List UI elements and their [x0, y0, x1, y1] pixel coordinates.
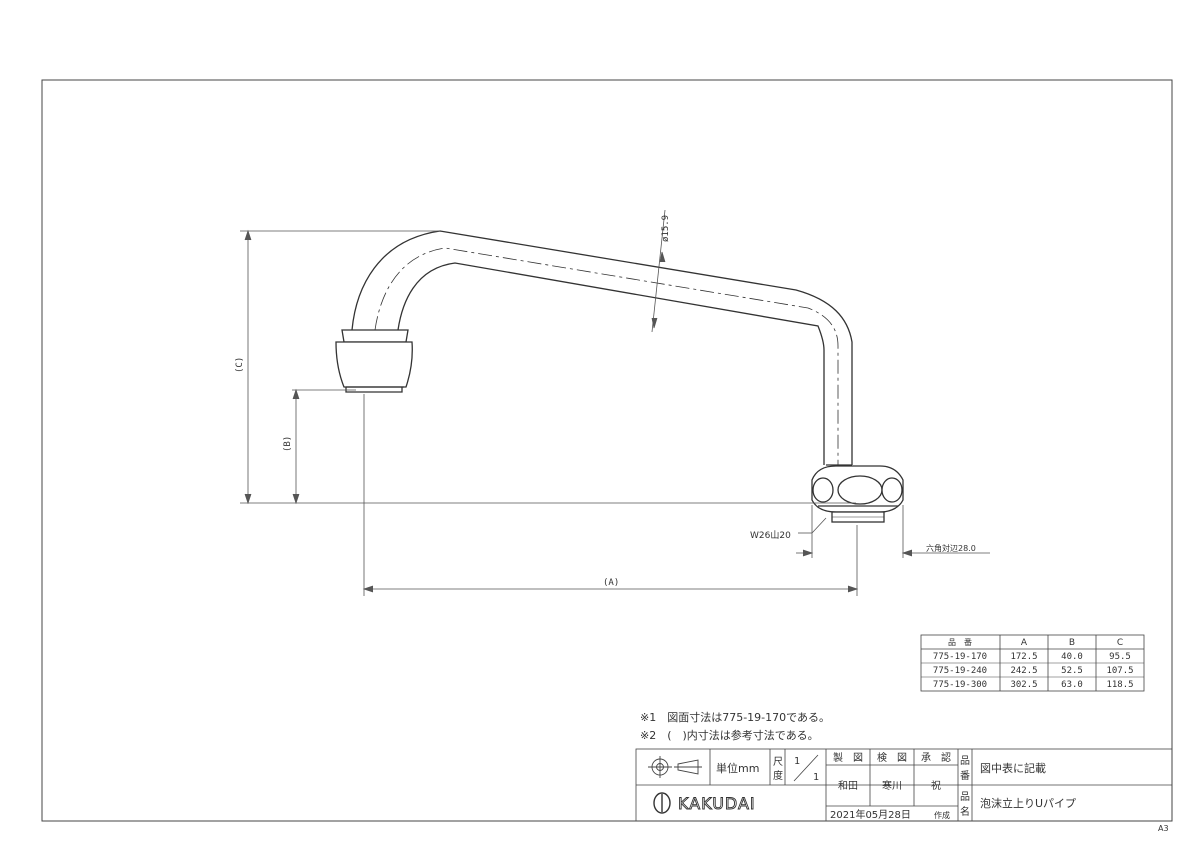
title-block [635, 748, 1173, 822]
scale-label-1: 尺 [773, 756, 783, 768]
hinmei-value: 泡沫立上りUパイプ [980, 796, 1076, 810]
dimension-a-label: (A) [603, 578, 619, 588]
scale-denominator: 1 [813, 772, 819, 783]
scale-label-2: 度 [773, 769, 783, 782]
table-cell: 107.5 [1106, 666, 1133, 676]
table-header-hinban: 品 番 [948, 637, 972, 647]
pipe-drawing [335, 230, 904, 523]
table-header-b: B [1069, 638, 1075, 648]
table-cell: 775-19-300 [933, 680, 987, 690]
hex-label: 六角対辺28.0 [926, 543, 976, 553]
spec-table: 品 番 A B C 775-19-170 172.5 40.0 95.5 775… [920, 634, 1145, 692]
table-header-a: A [1021, 638, 1028, 648]
dimension-c-label: (C) [235, 357, 245, 373]
table-cell: 52.5 [1061, 666, 1083, 676]
table-cell: 40.0 [1061, 652, 1083, 662]
table-cell: 118.5 [1106, 680, 1133, 690]
name-approver: 祝 [931, 779, 941, 792]
table-cell: 775-19-170 [933, 652, 987, 662]
created-date: 2021年05月28日 [830, 808, 911, 821]
table-header-c: C [1117, 638, 1123, 648]
table-cell: 302.5 [1010, 680, 1037, 690]
role-approver: 承 認 [921, 751, 951, 764]
table-cell: 242.5 [1010, 666, 1037, 676]
kakudai-logo: KAKUDAI [653, 792, 756, 814]
name-drafter: 和田 [838, 780, 858, 792]
note-1: ※1 図面寸法は775-19-170である。 [640, 710, 830, 724]
created-label: 作成 [934, 810, 950, 820]
dimension-b-label: (B) [283, 436, 293, 452]
hinban-label-2: 番 [960, 770, 970, 782]
projection-symbol-icon [648, 756, 702, 778]
logo-text: KAKUDAI [678, 794, 756, 813]
note-2: ※2 ( )内寸法は参考寸法である。 [640, 728, 819, 742]
hinmei-label-2: 名 [960, 805, 970, 818]
scale-numerator: 1 [794, 756, 800, 767]
role-drafter: 製 図 [833, 751, 863, 764]
diameter-label: ø15.9 [661, 215, 671, 242]
hinmei-label-1: 品 [960, 791, 970, 803]
table-cell: 172.5 [1010, 652, 1037, 662]
table-cell: 63.0 [1061, 680, 1083, 690]
drawing-frame [41, 79, 1173, 822]
unit-label: 単位mm [716, 761, 759, 775]
table-cell: 775-19-240 [933, 666, 987, 676]
thread-label: W26山20 [750, 530, 791, 541]
hinban-label-1: 品 [960, 755, 970, 767]
role-checker: 検 図 [877, 751, 907, 764]
sheet-size: A3 [1158, 824, 1169, 833]
dimension-lines [240, 209, 990, 596]
name-checker: 寒川 [882, 779, 902, 792]
table-cell: 95.5 [1109, 652, 1131, 662]
hinban-value: 図中表に記載 [980, 761, 1046, 775]
